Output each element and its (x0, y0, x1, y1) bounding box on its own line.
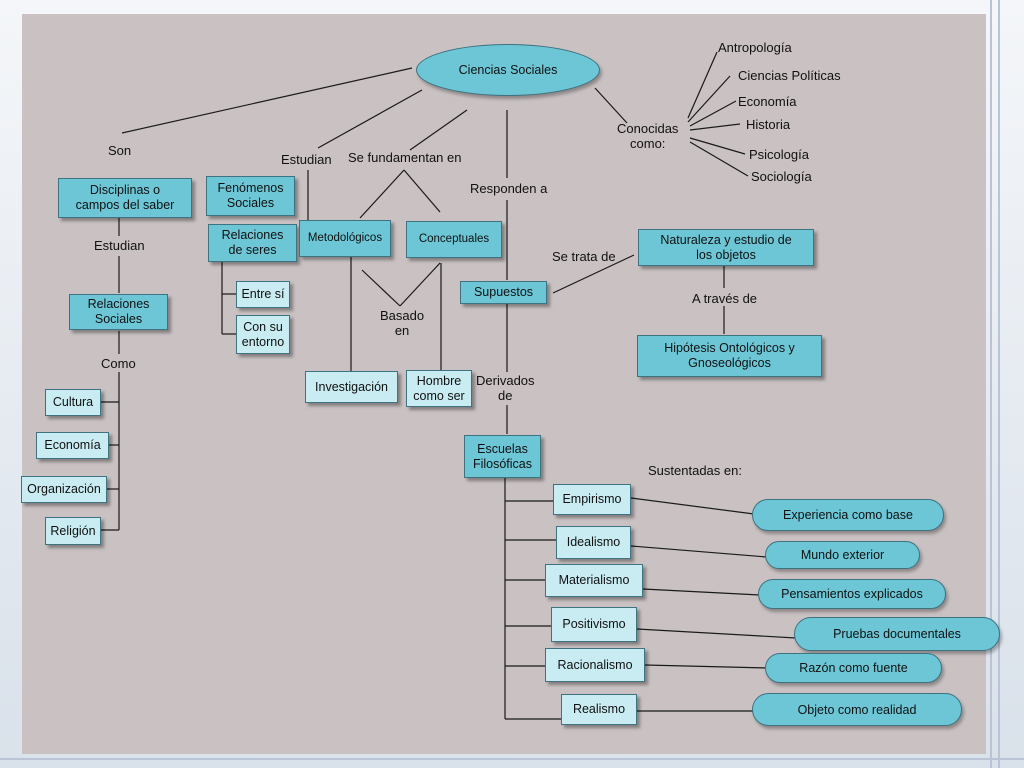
node-hipotesis: Hipótesis Ontológicos y Gnoseológicos (637, 335, 822, 377)
node-economia: Economía (36, 432, 109, 459)
label-estudian: Estudian (281, 152, 332, 167)
node-investigacion: Investigación (305, 371, 398, 403)
node-con-su-entorno: Con su entorno (236, 315, 290, 354)
node-religion: Religión (45, 517, 101, 545)
label-estudian-left: Estudian (94, 238, 145, 253)
node-school: Empirismo (553, 484, 631, 515)
ciencia-politicas: Ciencias Políticas (738, 68, 841, 83)
label-como: Como (101, 356, 136, 371)
node-disciplinas: Disciplinas o campos del saber (58, 178, 192, 218)
label-basado: Basado en (380, 308, 425, 338)
basis-cloud: Pruebas documentales (794, 617, 1000, 651)
basis-cloud: Experiencia como base (752, 499, 944, 531)
node-school: Idealismo (556, 526, 631, 559)
node-school: Racionalismo (545, 648, 645, 682)
node-school: Realismo (561, 694, 637, 725)
node-hombre: Hombre como ser (406, 370, 472, 407)
basis-cloud: Objeto como realidad (752, 693, 962, 726)
node-entre-si: Entre sí (236, 281, 290, 308)
basis-cloud: Mundo exterior (765, 541, 920, 569)
node-conceptuales: Conceptuales (406, 221, 502, 258)
label-derivados: Derivados de (476, 373, 535, 403)
node-school: Positivismo (551, 607, 637, 642)
node-school: Materialismo (545, 564, 643, 597)
label-son: Son (108, 143, 132, 158)
ciencia-sociologia: Sociología (751, 169, 812, 184)
frame-line (990, 0, 992, 768)
ciencia-psicologia: Psicología (749, 147, 809, 162)
node-relaciones-seres: Relaciones de seres (208, 224, 297, 262)
node-organizacion: Organización (21, 476, 107, 503)
node-escuelas: Escuelas Filosóficas (464, 435, 541, 478)
node-supuestos: Supuestos (460, 281, 547, 304)
basis-cloud: Pensamientos explicados (758, 579, 946, 609)
center-node: Ciencias Sociales (416, 44, 600, 96)
basis-cloud: Razón como fuente (765, 653, 942, 683)
frame-line (998, 0, 1000, 768)
node-fenomenos: Fenómenos Sociales (206, 176, 295, 216)
node-metodologicos: Metodológicos (299, 220, 391, 257)
ciencia-economia: Economía (738, 94, 797, 109)
ciencia-historia: Historia (746, 117, 791, 132)
label-se-trata: Se trata de (552, 249, 616, 264)
node-cultura: Cultura (45, 389, 101, 416)
label-conocidas: Conocidas como: (617, 121, 679, 151)
label-responden: Responden a (470, 181, 548, 196)
ciencia-antropologia: Antropología (718, 40, 792, 55)
label-se-fundamentan: Se fundamentan en (348, 150, 462, 165)
label-sustentadas: Sustentadas en: (648, 463, 742, 478)
node-naturaleza: Naturaleza y estudio de los objetos (638, 229, 814, 266)
node-relaciones-sociales: Relaciones Sociales (69, 294, 168, 330)
frame-line (0, 758, 1024, 760)
label-a-traves: A través de (692, 291, 758, 306)
